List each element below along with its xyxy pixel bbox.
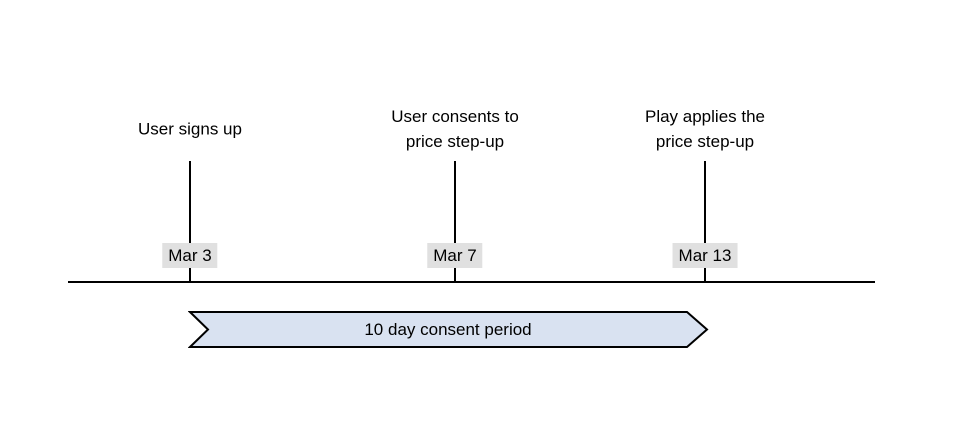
consent-period-arrow — [188, 311, 709, 348]
consent-period-label: 10 day consent period — [364, 320, 532, 339]
consent-period-arrow-shape — [188, 311, 709, 348]
event-tick-line — [189, 161, 191, 283]
event-tick-line — [704, 161, 706, 283]
event-label: User signs up — [138, 119, 242, 139]
event-date-badge: Mar 7 — [427, 243, 483, 268]
event-tick-line — [454, 161, 456, 283]
event-date-badge: Mar 3 — [162, 243, 218, 268]
event-label: Play applies the price step-up — [644, 107, 766, 151]
timeline-axis — [68, 281, 875, 283]
event-date-badge: Mar 13 — [672, 243, 738, 268]
event-label: User consents to price step-up — [391, 107, 519, 151]
